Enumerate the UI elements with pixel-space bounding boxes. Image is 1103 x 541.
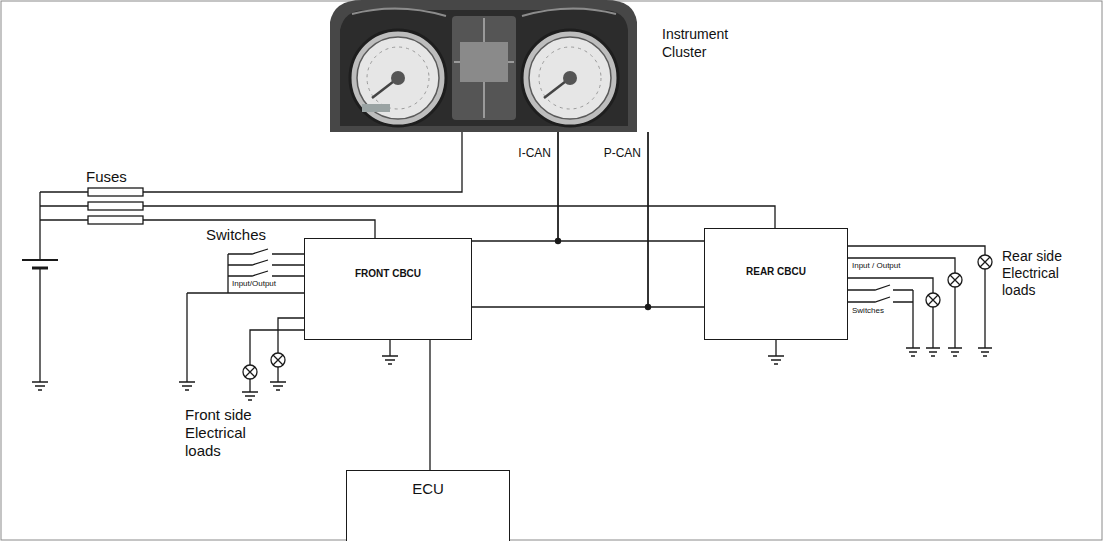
signal-name: I-CAN — [518, 146, 551, 160]
io-label: Input / Output — [852, 261, 900, 271]
center-panel-lines — [454, 18, 514, 118]
left-gauge-ticks — [367, 47, 429, 109]
part-label: Switches — [852, 306, 884, 316]
control-unit-box: REAR CBCU — [704, 228, 848, 340]
box-label: ECU — [406, 480, 450, 497]
right-gauge-dial — [529, 37, 611, 119]
fuse-symbol — [88, 202, 143, 210]
ground-symbols — [32, 348, 992, 400]
center-panel — [452, 16, 516, 120]
left-gauge-hub — [391, 71, 405, 85]
battery-plate-long — [22, 259, 58, 261]
bus-wire — [648, 132, 704, 307]
center-screen — [460, 42, 508, 82]
bus-wire — [430, 340, 431, 470]
left-gauge-display — [362, 104, 390, 112]
rear-switch-wires — [848, 285, 913, 348]
front-load-wires — [250, 318, 304, 392]
ground-wires — [390, 340, 776, 356]
cluster-face — [340, 10, 628, 126]
control-unit-box: FRONT CBCU — [304, 238, 472, 340]
fuse-symbol — [88, 188, 143, 196]
box-label: FRONT CBCU — [349, 268, 427, 279]
bus-wire — [472, 132, 558, 241]
io-label: Input/Output — [232, 279, 276, 289]
group-label: Rear side Electrical loads — [1002, 248, 1094, 298]
front-switch-wires — [187, 249, 304, 382]
fuse-symbol — [88, 216, 143, 224]
bus-wire — [558, 132, 704, 241]
ecu-box: ECU — [346, 470, 510, 541]
instrument-cluster-picture — [330, 0, 637, 132]
left-gauge-dial — [357, 37, 439, 119]
part-label: Switches — [206, 226, 266, 244]
supply-wires — [40, 132, 775, 382]
rear-load-wires — [848, 246, 985, 348]
box-label: REAR CBCU — [740, 266, 812, 277]
group-label: Front side Electrical loads — [185, 406, 277, 460]
cluster-hood-lines — [352, 8, 616, 16]
right-gauge-ticks — [539, 47, 601, 109]
part-label: Fuses — [86, 168, 127, 186]
right-gauge-hub — [563, 71, 577, 85]
signal-name: P-CAN — [604, 146, 641, 160]
bus-wire — [472, 132, 648, 307]
right-gauge-bezel — [522, 30, 618, 126]
left-gauge-bezel — [350, 30, 446, 126]
component-heading: Instrument Cluster — [662, 0, 746, 61]
cluster-housing — [330, 0, 637, 132]
wiring — [22, 132, 992, 400]
battery-plate-short — [32, 267, 48, 270]
instrument-cluster: Instrument Cluster — [330, 0, 637, 132]
